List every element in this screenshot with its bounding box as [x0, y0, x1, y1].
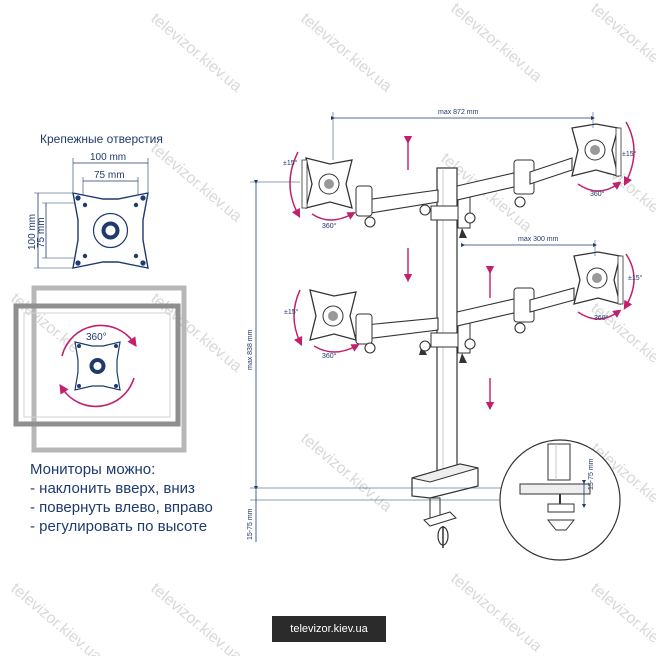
dim-100-v-label: 100 mm	[27, 214, 38, 250]
arm-lower-right-icon	[456, 297, 519, 327]
rotation-panel: 360°	[13, 285, 187, 453]
arm-lower-left-icon	[364, 317, 439, 340]
tilt-arrow-icon	[289, 151, 301, 218]
reach-label: max 300 mm	[518, 236, 559, 243]
rotate-label: 360°	[594, 314, 609, 322]
rotate-arrow-icon	[311, 211, 356, 221]
mounting-holes-panel: Крепежные отверстия 100 mm 75 mm 100 mm …	[27, 132, 163, 269]
dim-75-v-label: 75 mm	[36, 217, 47, 248]
features-list: Мониторы можно: - наклонить вверх, вниз …	[30, 460, 260, 536]
rotate-arrow-icon	[313, 343, 360, 353]
tilt-arrow-icon	[623, 253, 635, 310]
tilt-label: ±15°	[628, 274, 643, 282]
stand-diagram: ±15° ±15° ±15° ±15° 360° 360° 360° 360° …	[247, 109, 643, 561]
clamp-detail-label: 15-75 mm	[588, 458, 595, 490]
tilt-label: ±15°	[283, 159, 298, 167]
monitor-frame-rotated-icon	[31, 285, 187, 453]
site-badge: televizor.kiev.ua	[272, 616, 386, 642]
rotate-arrow-icon	[577, 309, 622, 320]
rotation-arrow-icon	[59, 377, 135, 408]
watermark: televizor.kiev.ua	[147, 290, 244, 375]
tilt-arrow-icon	[623, 121, 635, 187]
watermark: televizor.kiev.ua	[7, 580, 104, 656]
watermark: televizor.kiev.ua	[147, 10, 244, 95]
feature-item: - регулировать по высоте	[30, 518, 208, 535]
watermark: televizor.kiev.ua	[587, 0, 656, 85]
rotate-label: 360°	[590, 190, 605, 198]
watermark: televizor.kiev.ua	[147, 580, 244, 656]
clamp-detail-icon: 15-75 mm	[499, 439, 621, 561]
watermark: televizor.kiev.ua	[587, 580, 656, 656]
watermark: televizor.kiev.ua	[147, 140, 244, 225]
rotate-arrow-icon	[577, 181, 622, 192]
rotate-label: 360°	[322, 222, 337, 230]
vesa-head-upper-left-icon	[301, 157, 353, 209]
rotation-label: 360°	[86, 332, 107, 343]
dim-75-h-label: 75 mm	[94, 170, 125, 181]
tilt-arrow-icon	[293, 289, 303, 347]
watermark: televizor.kiev.ua	[297, 10, 394, 95]
tilt-label: ±15°	[284, 308, 299, 316]
feature-item: - повернуть влево, вправо	[30, 499, 213, 516]
tilt-label: ±15°	[622, 150, 637, 158]
clamp-range-label: 15-75 mm	[247, 508, 254, 540]
dim-100-h-label: 100 mm	[90, 152, 126, 163]
width-label: max 872 mm	[438, 109, 479, 116]
watermark: televizor.kiev.ua	[297, 430, 394, 515]
vesa-head-upper-right-icon	[571, 123, 622, 177]
height-label: max 838 mm	[247, 329, 254, 370]
watermark: televizor.kiev.ua	[447, 570, 544, 655]
feature-item: - наклонить вверх, вниз	[30, 480, 195, 497]
monitor-frame-icon	[13, 303, 181, 427]
height-adjust-arrows-icon	[403, 135, 495, 411]
watermark: televizor.kiev.ua	[587, 300, 656, 385]
rotation-arrow-icon	[61, 324, 137, 357]
watermark: televizor.kiev.ua	[447, 0, 544, 85]
rotate-label: 360°	[322, 352, 337, 360]
vesa-head-lower-right-icon	[573, 251, 624, 305]
vesa-head-lower-left-icon	[309, 289, 357, 341]
mounting-title: Крепежные отверстия	[40, 132, 163, 146]
features-heading: Мониторы можно:	[30, 461, 156, 478]
